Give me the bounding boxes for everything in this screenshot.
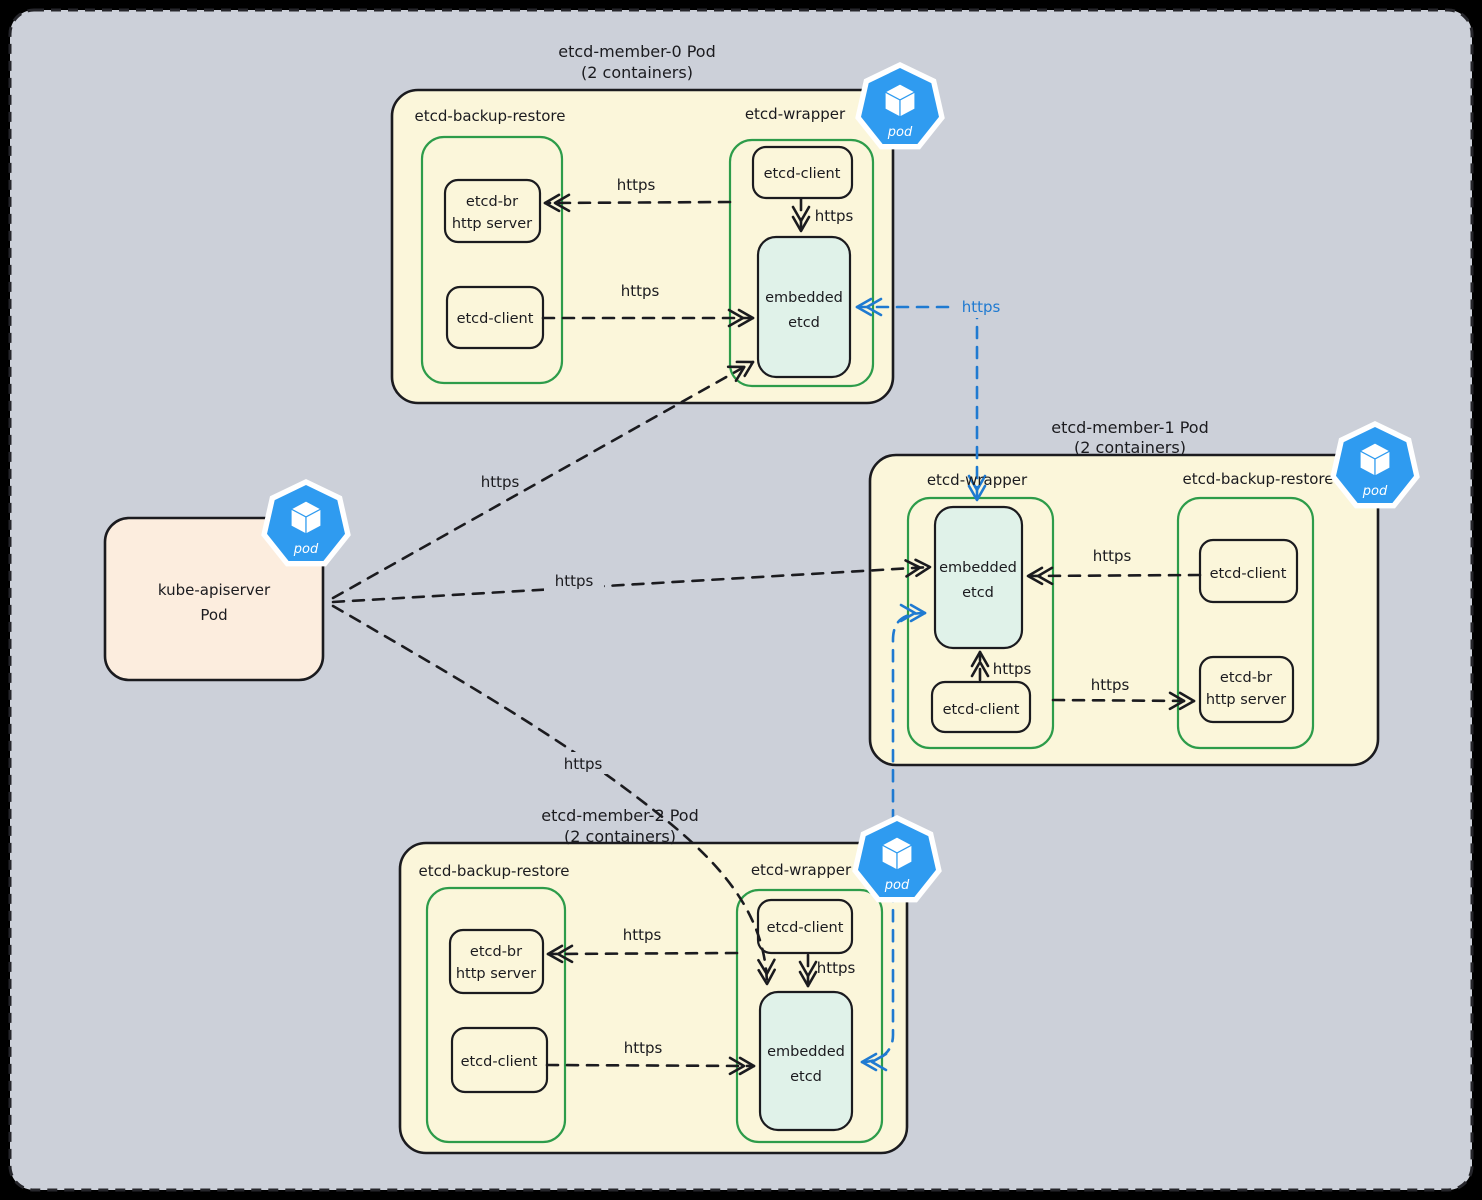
m1-pod-subtitle: (2 containers) [1074, 438, 1186, 457]
edge-label-api-to-member0: https [481, 473, 520, 491]
m1-wrapper-etcd-client-box [930, 680, 1032, 734]
kube-apiserver-label-line1: kube-apiserver [158, 581, 271, 599]
edge-label-m1-wrapper-to-http-server: https [1091, 676, 1130, 694]
edge-label-m1-br-client-to-embedded: https [1093, 547, 1132, 565]
m0-wrapper-etcd-client-box [751, 145, 854, 200]
pod-etcd-member-0 [390, 88, 895, 405]
m1-wrapper-label: etcd-wrapper [927, 471, 1028, 489]
m0-backup-restore-container [420, 135, 564, 385]
m1-embedded-label-line2: etcd [962, 585, 994, 601]
edge-label-m0-wrapper-to-http-server: https [617, 176, 656, 194]
edge-label-peer-member1-to-member0: https [962, 298, 1001, 316]
m1-http-server-label-line2: http server [1206, 692, 1286, 708]
m2-pod-subtitle: (2 containers) [564, 827, 676, 846]
m2-br-client-label: etcd-client [461, 1054, 538, 1070]
edge-m2-br-client-to-embedded-etcd [545, 1056, 756, 1076]
edge-label-api-to-member2: https [564, 755, 603, 773]
m0-wrapper-container [728, 138, 875, 388]
canvas-surface [8, 8, 1474, 1192]
edge-m0-wrapper-to-http-server [543, 193, 732, 213]
m2-http-server-label-line2: http server [456, 966, 536, 982]
edge-label-api-to-member1: https [555, 572, 594, 590]
m1-pod-title: etcd-member-1 Pod [1051, 418, 1208, 437]
m2-backup-restore-label: etcd-backup-restore [419, 862, 570, 880]
edge-label-bg [553, 752, 613, 774]
edge-apiserver-to-member0-embedded-etcd [331, 360, 755, 600]
pod-etcd-member-1 [868, 453, 1380, 767]
m2-etcd-br-http-server-box [448, 928, 545, 995]
edge-m2-wrapper-to-http-server [546, 944, 739, 964]
m0-pod-title: etcd-member-0 Pod [558, 42, 715, 61]
m1-wrapper-client-label: etcd-client [943, 702, 1020, 718]
m0-wrapper-label: etcd-wrapper [745, 105, 846, 123]
edge-label-m1-wrapper-client-to-embedded: https [993, 660, 1032, 678]
m2-wrapper-label: etcd-wrapper [751, 861, 852, 879]
edge-label-m2-wrapper-to-http-server: https [623, 926, 662, 944]
m2-wrapper-client-label: etcd-client [767, 920, 844, 936]
edge-m1-br-client-to-embedded-etcd [1026, 566, 1202, 586]
m1-embedded-etcd-box [933, 505, 1024, 650]
m1-embedded-label-line1: embedded [939, 560, 1017, 576]
m0-backup-restore-label: etcd-backup-restore [415, 107, 566, 125]
m1-backup-restore-container [1176, 496, 1315, 750]
edge-apiserver-to-member1-embedded-etcd [331, 558, 932, 604]
m0-http-server-label-line2: http server [452, 216, 532, 232]
m2-http-server-label-line1: etcd-br [470, 944, 522, 960]
edge-label-bg [544, 570, 604, 592]
edge-m1-wrapper-to-http-server [1051, 691, 1196, 711]
m2-backup-restore-container [425, 886, 567, 1144]
m1-br-client-label: etcd-client [1210, 566, 1287, 582]
edge-label-m0-wrapper-client-to-embedded: https [815, 207, 854, 225]
m2-wrapper-etcd-client-box [756, 898, 854, 955]
kube-apiserver-box [103, 516, 325, 682]
edge-label-m2-br-client-to-embedded: https [624, 1039, 663, 1057]
m0-etcd-br-http-server-box [443, 178, 542, 244]
m2-pod-title: etcd-member-2 Pod [541, 806, 698, 825]
m2-br-etcd-client-box [450, 1026, 549, 1094]
edge-apiserver-to-member2-embedded-etcd [331, 604, 776, 986]
m0-embedded-label-line1: embedded [765, 290, 843, 306]
m0-br-client-label: etcd-client [457, 311, 534, 327]
m1-http-server-label-line1: etcd-br [1220, 670, 1272, 686]
m2-embedded-label-line1: embedded [767, 1044, 845, 1060]
pod-kube-apiserver [103, 516, 325, 682]
m0-http-server-label-line1: etcd-br [466, 194, 518, 210]
m0-pod-subtitle: (2 containers) [581, 63, 693, 82]
edge-label-m2-wrapper-client-to-embedded: https [817, 959, 856, 977]
m1-br-etcd-client-box [1198, 538, 1299, 604]
pod-etcd-member-2 [398, 841, 909, 1155]
m2-embedded-etcd-box [758, 990, 854, 1132]
m1-backup-restore-label: etcd-backup-restore [1183, 470, 1334, 488]
m0-wrapper-client-label: etcd-client [764, 166, 841, 182]
m0-embedded-etcd-box [756, 235, 852, 379]
kube-apiserver-label-line2: Pod [200, 606, 227, 624]
edge-label-m0-br-client-to-embedded: https [621, 282, 660, 300]
edge-label-bg [950, 295, 1012, 318]
m0-embedded-label-line2: etcd [788, 315, 820, 331]
m1-etcd-br-http-server-box [1198, 655, 1295, 724]
m2-embedded-label-line2: etcd [790, 1069, 822, 1085]
